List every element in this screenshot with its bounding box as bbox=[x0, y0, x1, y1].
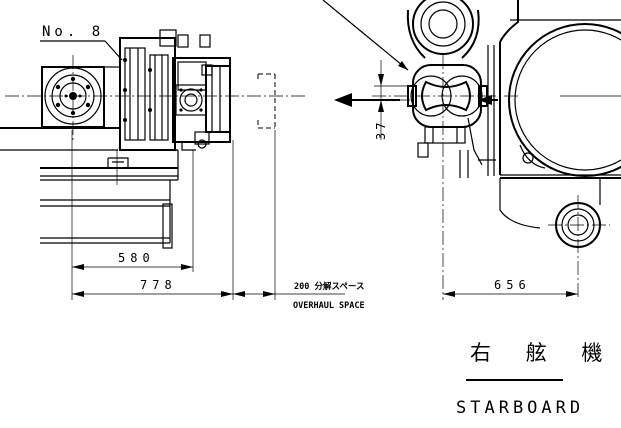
dimension-778-value: 778 bbox=[140, 278, 177, 292]
dimension-656-value: 656 bbox=[494, 278, 531, 292]
engine-body bbox=[0, 66, 179, 249]
engine-number-label: No. 8 bbox=[42, 24, 104, 40]
pump-housing bbox=[172, 57, 231, 151]
title-english: STARBOARD bbox=[456, 398, 584, 418]
turbocharger bbox=[119, 29, 211, 151]
flywheel-housing bbox=[499, 0, 621, 179]
leader-line bbox=[322, 0, 409, 71]
dimension-778: 778 bbox=[72, 278, 233, 297]
overhaul-space-jp-label: 200 分解スペース bbox=[294, 281, 364, 292]
dimension-656: 656 bbox=[443, 278, 578, 297]
dimension-37-value: 37 bbox=[374, 120, 388, 140]
dimension-37: 37 bbox=[374, 60, 410, 140]
overhaul-space-outline bbox=[257, 73, 276, 129]
dimension-580-value: 580 bbox=[118, 251, 155, 265]
upper-housing bbox=[406, 0, 480, 59]
gear-pump-casing bbox=[407, 64, 488, 158]
dimension-580: 580 bbox=[72, 251, 193, 270]
right-end-view: 37 bbox=[322, 0, 621, 300]
lower-boss bbox=[499, 178, 610, 300]
left-side-view: No. 8 bbox=[0, 24, 365, 311]
dimension-overhaul: 200 分解スペース OVERHAUL SPACE bbox=[233, 281, 365, 311]
overhaul-space-en-label: OVERHAUL SPACE bbox=[293, 301, 365, 311]
title-japanese: 右 舷 機 bbox=[470, 341, 616, 365]
pipe-bracket bbox=[459, 45, 496, 178]
title-block: 右 舷 機 STARBOARD bbox=[456, 341, 616, 418]
